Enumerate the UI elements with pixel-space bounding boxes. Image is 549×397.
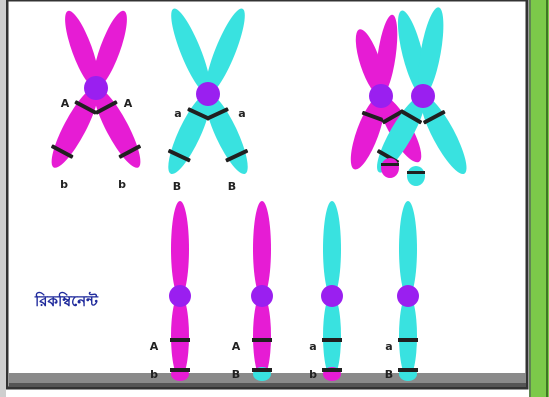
rc3-centromere bbox=[321, 285, 343, 307]
tm-label-upper-left: a bbox=[174, 107, 181, 120]
rc1-band-upper bbox=[170, 338, 190, 342]
rc4-label-lower: B bbox=[385, 368, 393, 381]
left-shadow-bar bbox=[0, 0, 6, 397]
bottom-shadow-bar-dark bbox=[9, 383, 526, 387]
rc2-label-upper: A bbox=[232, 340, 241, 353]
tr-swapped-magenta-band bbox=[381, 163, 399, 166]
tl-label-lower-left: b bbox=[60, 178, 68, 191]
tm-label-upper-right: a bbox=[238, 107, 245, 120]
rc2-label-lower: B bbox=[232, 368, 240, 381]
rc1-centromere bbox=[169, 285, 191, 307]
rc3-band-upper bbox=[322, 338, 342, 342]
tm-label-lower-left: B bbox=[173, 180, 181, 193]
rc4-centromere bbox=[397, 285, 419, 307]
tl-label-lower-right: b bbox=[118, 178, 126, 191]
rc1-label-upper: A bbox=[150, 340, 159, 353]
rc2-band-upper bbox=[252, 338, 272, 342]
rc1-band-lower bbox=[170, 368, 190, 372]
tr-swapped-cyan-tip bbox=[407, 166, 425, 186]
rc1-label-lower: b bbox=[150, 368, 158, 381]
tl-label-upper-right: A bbox=[124, 97, 133, 110]
rc3-label-upper: a bbox=[309, 340, 316, 353]
recombinant-label: রিকম্বিনেন্ট bbox=[35, 290, 98, 315]
recombinant-chromatid-2 bbox=[251, 201, 273, 381]
rc1-upper-arm bbox=[171, 201, 189, 297]
tr-magenta-centromere bbox=[369, 84, 393, 108]
rc4-band-upper bbox=[398, 338, 418, 342]
tl-label-upper-left: A bbox=[61, 97, 70, 110]
recombinant-chromatid-1 bbox=[169, 201, 191, 381]
rc2-band-lower bbox=[252, 368, 272, 372]
recombinant-chromatid-4 bbox=[397, 201, 419, 381]
rc4-band-lower bbox=[398, 368, 418, 372]
rc4-label-upper: a bbox=[385, 340, 392, 353]
rc3-label-lower: b bbox=[309, 368, 317, 381]
tr-swapped-cyan-band bbox=[407, 171, 425, 174]
rc2-centromere bbox=[251, 285, 273, 307]
rc4-upper-arm bbox=[399, 201, 417, 297]
rc2-upper-arm bbox=[253, 201, 271, 297]
rc3-upper-arm bbox=[323, 201, 341, 297]
recombinant-chromatid-3 bbox=[321, 201, 343, 381]
rc3-band-lower bbox=[322, 368, 342, 372]
tr-swapped-magenta-tip bbox=[381, 158, 399, 178]
tl-centromere bbox=[84, 76, 108, 100]
tm-centromere bbox=[196, 82, 220, 106]
tm-label-lower-right: B bbox=[228, 180, 236, 193]
tr-cyan-centromere bbox=[411, 84, 435, 108]
